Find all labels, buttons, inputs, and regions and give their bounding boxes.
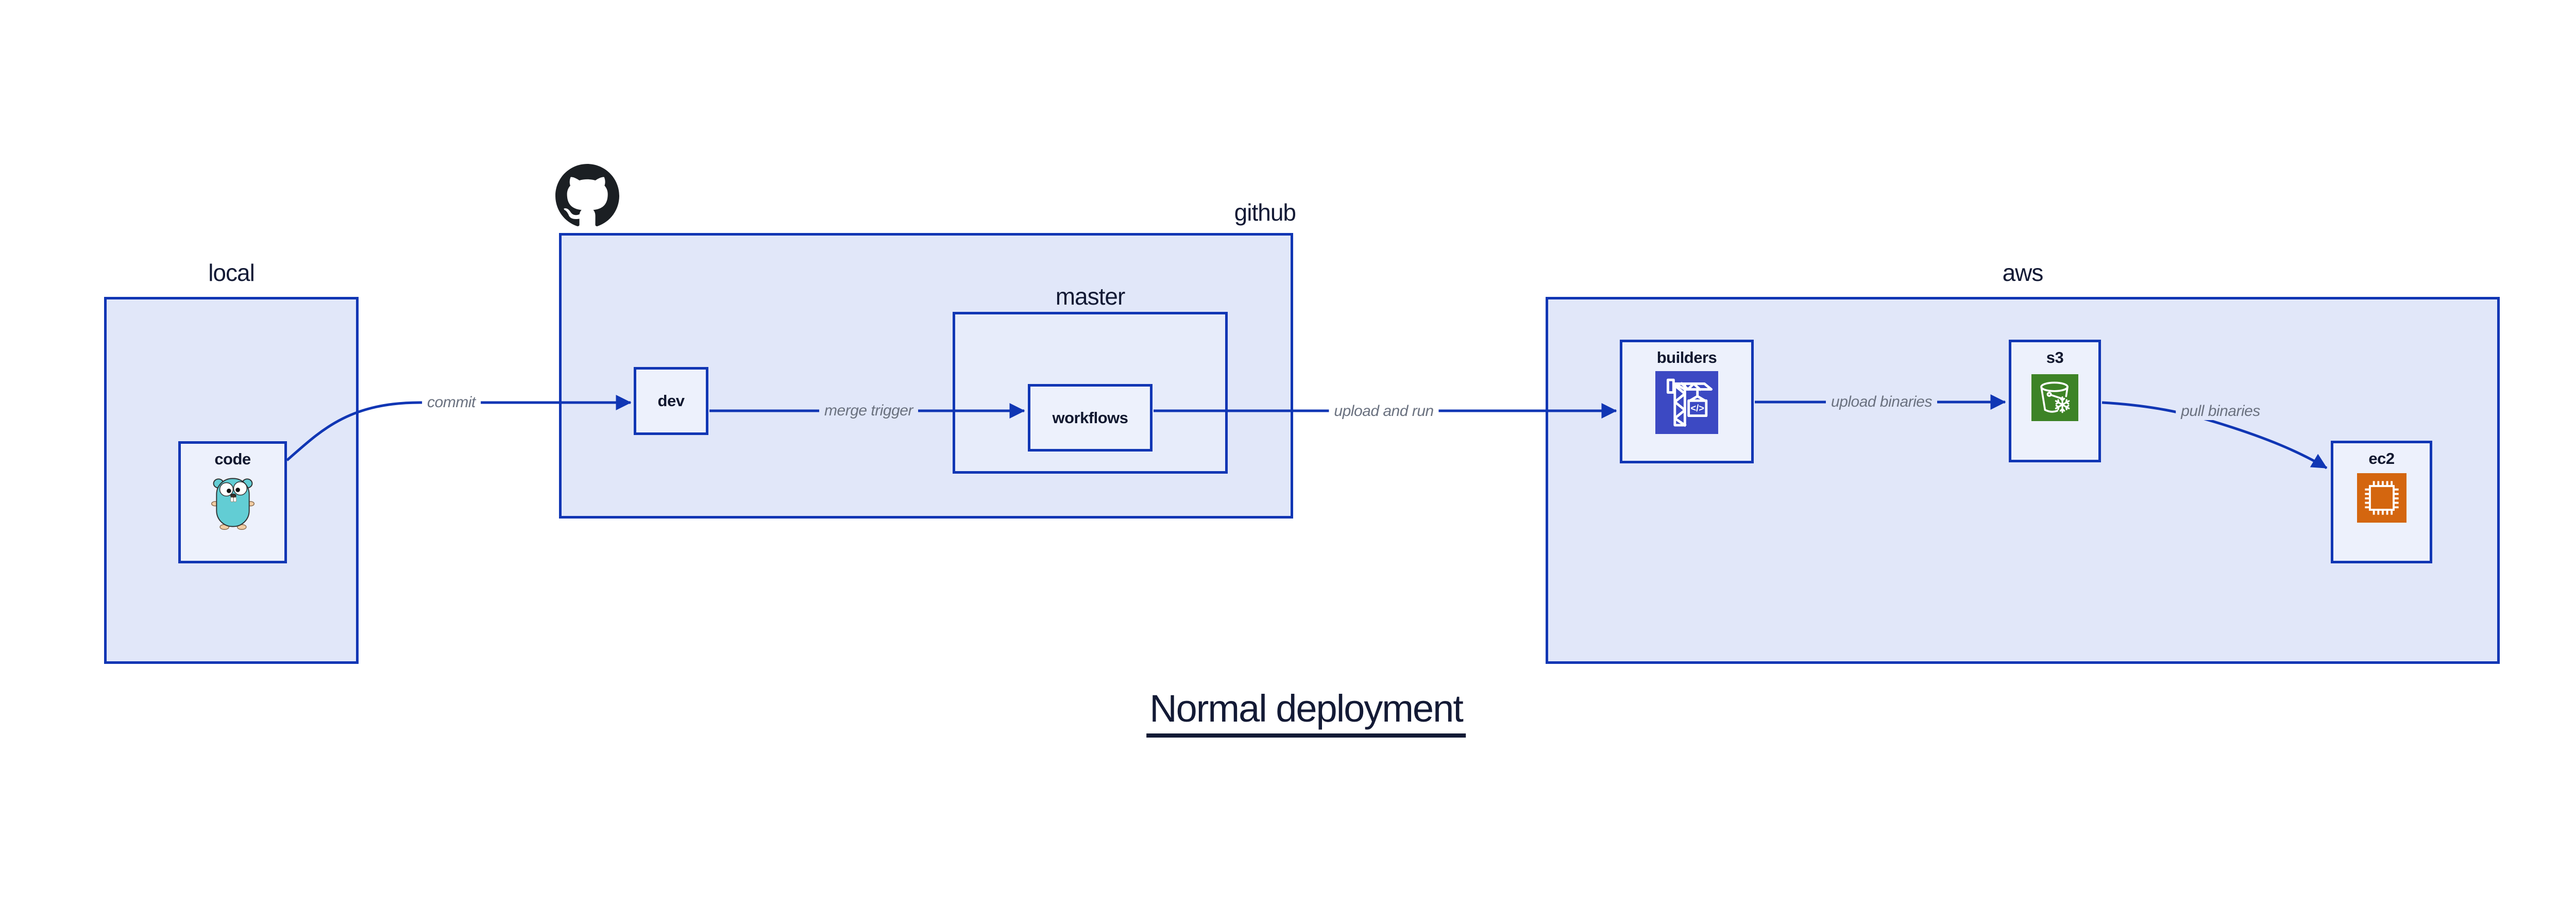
node-label-workflows: workflows	[1052, 408, 1128, 427]
s3-glacier-bucket-icon	[2031, 374, 2078, 421]
node-s3: s3	[2009, 340, 2101, 462]
group-label-github: github	[1234, 199, 1296, 226]
group-label-master: master	[1055, 283, 1126, 310]
node-builders: builders </>	[1620, 340, 1754, 463]
go-gopher-icon	[211, 478, 255, 530]
group-label-local: local	[208, 259, 255, 286]
edge-label-commit: commit	[422, 394, 481, 411]
node-ec2: ec2	[2331, 441, 2432, 563]
node-dev: dev	[634, 367, 708, 435]
edge-label-merge-trigger: merge trigger	[819, 402, 918, 420]
group-label-aws: aws	[2002, 259, 2044, 286]
node-label-ec2: ec2	[2368, 449, 2395, 467]
node-label-code: code	[214, 450, 251, 468]
edge-label-upload-binaries: upload binaries	[1826, 393, 1937, 411]
diagram-title: Normal deployment	[1146, 687, 1466, 738]
node-label-builders: builders	[1656, 348, 1717, 366]
svg-text:</>: </>	[1691, 403, 1704, 413]
codebuild-crane-icon: </>	[1655, 371, 1718, 434]
edge-label-upload-and-run: upload and run	[1329, 403, 1439, 420]
node-code: code	[178, 441, 287, 563]
node-label-s3: s3	[2046, 348, 2064, 366]
node-label-dev: dev	[657, 392, 685, 410]
github-octocat-icon	[555, 164, 619, 226]
node-workflows: workflows	[1028, 384, 1153, 452]
edge-label-pull-binaries: pull binaries	[2176, 403, 2265, 420]
ec2-chip-icon	[2357, 473, 2406, 523]
